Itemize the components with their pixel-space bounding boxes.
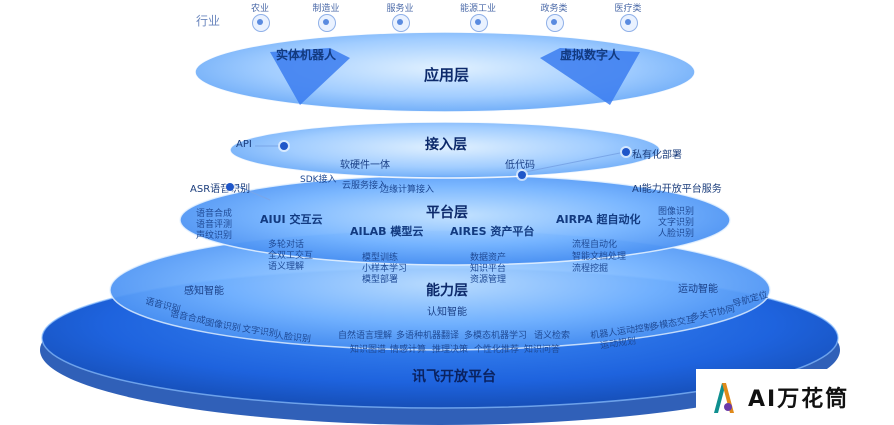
ailab-item: 模型训练 [362,253,399,263]
industry-label: 政务类 [540,4,568,14]
cognitive-item: 自然语言理解 [338,331,393,341]
capability-disc [110,230,770,350]
airpa-label: AIRPA 超自动化 [556,213,641,226]
industry-label: 制造业 [312,4,340,14]
edge-label: 边缘计算接入 [380,185,435,195]
capability-layer-title: 能力层 [426,283,468,299]
cloud-label: 云服务接入 [342,181,388,191]
platform-left-note: ASR语音识别 [190,184,251,195]
right-side-item: 文字识别 [658,218,695,228]
airpa-item: 流程自动化 [572,240,618,250]
aires-item: 资源管理 [470,275,507,285]
sdk-label: SDK接入 [300,175,337,185]
left-side-item: 语音合成 [196,209,233,219]
api-dot [280,142,288,150]
cognitive-item: 推理决策 [432,345,469,355]
perception-label: 感知智能 [184,286,224,297]
platform-layer-title: 平台层 [426,205,468,221]
aires-item: 数据资产 [470,253,507,263]
ailab-item: 小样本学习 [362,264,408,274]
access-layer-title: 接入层 [425,137,467,153]
digital-human-label: 虚拟数字人 [560,48,621,62]
private-dot [622,148,630,156]
cognitive-item: 多语种机器翻译 [396,331,460,341]
access-disc [230,122,660,178]
hardware-label: 软硬件一体 [340,160,390,171]
aiui-label: AIUI 交互云 [260,213,323,226]
left-side-item: 语音评测 [196,220,233,230]
airpa-item: 流程挖掘 [572,264,609,274]
access-disc-ring [229,121,661,179]
robot-prism [270,48,350,105]
left-note-dot [226,183,234,191]
private-deploy-label: 私有化部署 [632,150,682,161]
medical-icon [620,14,638,32]
industries-label: 行业 [196,14,221,28]
api-label: API [236,139,252,150]
base-layer-title: 讯飞开放平台 [412,369,496,385]
manufacturing-icon [318,14,336,32]
agriculture-icon [252,14,270,32]
cognitive-item: 多模态机器学习 [464,331,528,341]
service-icon [392,14,410,32]
cognitive-item: 个性化推荐 [474,345,520,355]
right-side-item: 图像识别 [658,207,695,217]
robot-label: 实体机器人 [276,48,337,62]
cognitive-item: 语义检索 [534,331,571,341]
cognitive-item: 知识图谱 [350,345,387,355]
application-layer-title: 应用层 [424,66,470,84]
aires-label: AIRES 资产平台 [450,225,535,238]
ailab-label: AILAB 模型云 [350,225,424,238]
airpa-item: 智能文档处理 [572,252,627,262]
cognitive-item: 情感计算 [390,345,427,355]
watermark-logo: AI万花筒 [696,369,894,425]
government-icon [546,14,564,32]
ailab-item: 模型部署 [362,275,399,285]
digital-human-prism [540,48,640,105]
low-code-dot [518,171,526,179]
platform-right-note: AI能力开放平台服务 [632,184,722,195]
industry-label: 医疗类 [614,4,642,14]
low-code-label: 低代码 [505,160,535,171]
platform-disc [180,175,730,265]
cognitive-item: 知识问答 [524,345,561,355]
cognitive-label: 认知智能 [427,307,467,318]
aiui-item: 全双工交互 [268,251,314,261]
motion-label: 运动智能 [678,284,718,295]
logo-text: AI万花筒 [748,387,850,412]
industry-label: 能源工业 [459,4,497,14]
aires-item: 知识平台 [470,264,507,274]
industry-label: 农业 [250,4,270,14]
energy-icon [470,14,488,32]
aiui-item: 语义理解 [268,262,305,272]
application-disc-ring [194,31,696,113]
industry-label: 服务业 [386,4,414,14]
aiui-item: 多轮对话 [268,240,305,250]
left-side-item: 声纹识别 [196,231,233,241]
right-side-item: 人脸识别 [658,229,695,239]
logo-icon [714,383,734,413]
